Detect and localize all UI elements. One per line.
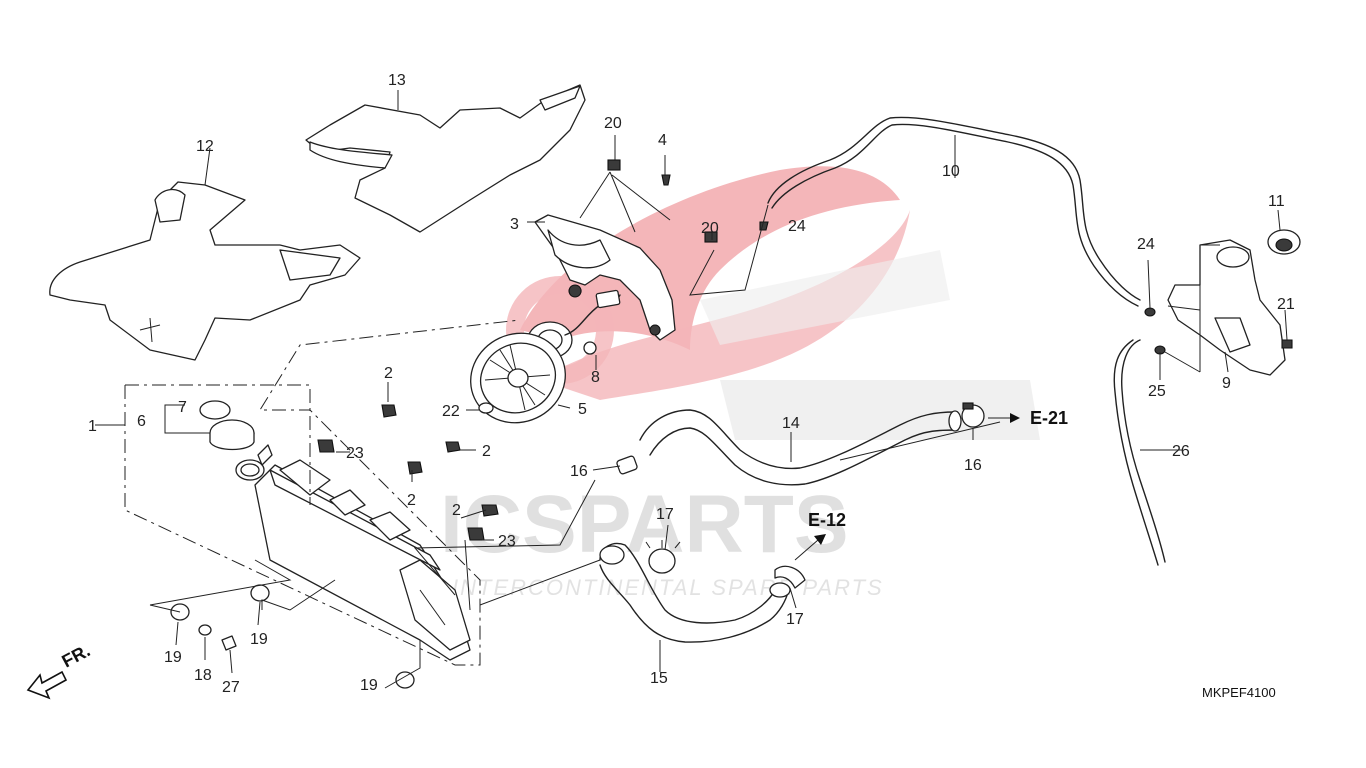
ref-e12-label: E-12 [808, 510, 846, 530]
watermark-tagline: INTERCONTINENTAL SPARE PARTS [452, 575, 884, 600]
part-5-fan [470, 332, 566, 424]
callout-2: 2 [407, 492, 416, 509]
callout-26: 26 [1172, 443, 1190, 460]
part-6-cap [199, 400, 255, 451]
callout-18: 18 [194, 667, 212, 684]
callout-19: 19 [360, 677, 378, 694]
callout-17: 17 [656, 506, 674, 523]
callout-11: 11 [1268, 193, 1285, 210]
callout-labels: 1 2 2 2 2 3 4 5 6 7 8 9 10 11 12 13 14 1… [58, 72, 1294, 700]
part-15-hose [599, 542, 791, 643]
callout-16: 16 [570, 463, 588, 480]
callout-7: 7 [178, 399, 187, 416]
callout-24: 24 [788, 218, 806, 235]
part-12-shroud [49, 181, 361, 361]
fasteners [170, 159, 1293, 689]
callout-14: 14 [782, 415, 800, 432]
callout-2: 2 [384, 365, 393, 382]
callout-24: 24 [1137, 236, 1155, 253]
callout-21: 21 [1277, 296, 1295, 313]
clamp-17b [774, 565, 806, 589]
callout-13: 13 [388, 72, 406, 89]
clamp-16b [961, 402, 985, 428]
callout-20: 20 [604, 115, 622, 132]
callout-22: 22 [442, 403, 460, 420]
callout-17: 17 [786, 611, 804, 628]
clamp-17a [645, 540, 681, 574]
callout-16: 16 [964, 457, 982, 474]
front-direction-label: FR. [58, 640, 93, 671]
callout-2: 2 [482, 443, 491, 460]
part-14-hose [639, 409, 962, 486]
part-11-tank-cap [1267, 229, 1301, 255]
callout-20: 20 [701, 220, 719, 237]
callout-19: 19 [250, 631, 268, 648]
callout-15: 15 [650, 670, 668, 687]
callout-6: 6 [137, 413, 146, 430]
part-9-reserve-tank [1167, 239, 1286, 376]
callout-3: 3 [510, 216, 519, 233]
ref-e12-arrow [794, 534, 826, 561]
callout-2: 2 [452, 502, 461, 519]
part-3-fan-shroud [534, 214, 676, 341]
callout-9: 9 [1222, 375, 1231, 392]
callout-23: 23 [346, 445, 364, 462]
callout-23: 23 [498, 533, 516, 550]
callout-12: 12 [196, 138, 214, 155]
part-1-radiator [235, 444, 471, 661]
callout-19: 19 [164, 649, 182, 666]
callout-1: 1 [88, 418, 97, 435]
part-13-air-guide [305, 84, 586, 233]
clamp-16a [616, 455, 638, 475]
wing-logo [506, 166, 1040, 440]
leader-lines [95, 90, 1288, 689]
callout-8: 8 [591, 369, 600, 386]
part-26-tube [1113, 339, 1166, 566]
callout-10: 10 [942, 163, 960, 180]
diagram-code: MKPEF4100 [1202, 685, 1276, 700]
front-direction-arrow [26, 670, 68, 700]
ref-e21-label: E-21 [1030, 408, 1068, 428]
part-10-tube [767, 116, 1141, 307]
callout-5: 5 [578, 401, 587, 418]
callout-25: 25 [1148, 383, 1166, 400]
watermark-brand: ICSPARTS [440, 479, 849, 570]
callout-4: 4 [658, 132, 667, 149]
callout-27: 27 [222, 679, 240, 696]
ref-e21-arrow [988, 413, 1020, 423]
